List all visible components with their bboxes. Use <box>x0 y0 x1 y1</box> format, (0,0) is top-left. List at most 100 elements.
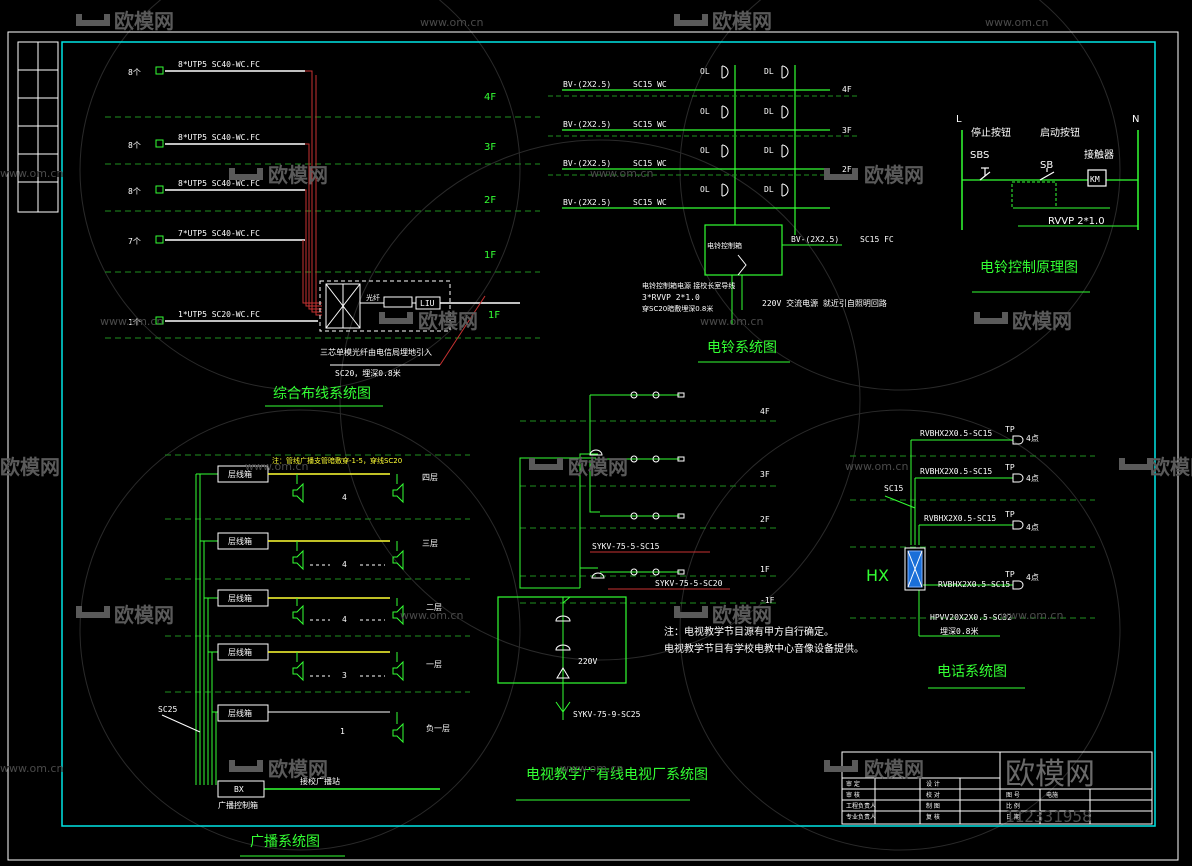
watermark-logo-12: 欧模网 <box>824 757 924 781</box>
broadcast-box-1: 层线箱 <box>228 469 252 479</box>
tv-note-1: 注：电视教学节目源有甲方自行确定。 <box>664 625 834 638</box>
tv-floor-m1f: -1F <box>760 596 775 605</box>
network-row-3-cable: 8*UTP5 SC40-WC.FC <box>178 179 260 188</box>
wm-domain-1: www.om.cn <box>420 16 483 29</box>
bell-row-4-cable: BV-(2X2.5) <box>563 198 611 207</box>
watermark-logo-6: 欧模网 <box>974 309 1072 333</box>
phone-row-1-count: 4点 <box>1026 434 1039 443</box>
network-title: 综合布线系统图 <box>273 386 371 402</box>
bell-note-b: 3*RVVP 2*1.0 <box>642 293 700 302</box>
tb-cell-5: 设 计 <box>926 780 940 788</box>
sofa-logo-icon <box>824 168 858 180</box>
broadcast-count-5: 1 <box>340 727 345 736</box>
title-block <box>841 751 1153 825</box>
broadcast-box-2: 层线箱 <box>228 536 252 546</box>
watermarks: 欧模网 www.om.cn 欧模网 www.om.cn 欧模网 www.om.c… <box>0 9 1192 826</box>
tv-floor-2f: 2F <box>760 515 770 524</box>
tb-cell-11: 比 例 <box>1006 802 1020 810</box>
network-row-4-count: 7个 <box>128 237 141 246</box>
wm-domain-11: www.om.cn <box>0 762 63 775</box>
sofa-logo-icon <box>529 458 563 470</box>
ctrl-start-label: 启动按钮 <box>1040 126 1080 139</box>
sofa-logo-icon <box>824 760 858 772</box>
broadcast-title: 广播系统图 <box>250 834 320 850</box>
phone-row-2-tp: TP <box>1005 463 1015 472</box>
broadcast-floor-3: 二层 <box>426 603 442 612</box>
broadcast-diagram: 注：管线广播支管暗敷穿-1-5，穿线SC20 层线箱 层线箱 层线箱 层线箱 <box>158 454 470 857</box>
wm-big-brand: 欧模网 <box>1005 757 1095 792</box>
tv-floor-3f: 3F <box>760 470 770 479</box>
network-row-3-count: 8个 <box>128 187 141 196</box>
phone-feed-2: 埋深0.8米 <box>940 626 978 636</box>
wm-brand-12: 欧模网 <box>268 757 328 781</box>
wm-brand-2: 欧模网 <box>712 9 772 33</box>
ctrl-cable: RVVP 2*1.0 <box>1048 216 1105 227</box>
bell-note-c: 穿SC20暗敷埋深0.8米 <box>642 304 713 313</box>
wm-brand-9: 欧模网 <box>1150 455 1192 479</box>
network-diagram: 4F 3F 2F 1F 1F 8个 8*UTP5 SC40-WC.FC 8个 8… <box>105 60 540 407</box>
broadcast-box-5: 层线箱 <box>228 708 252 718</box>
wm-brand-5: 欧模网 <box>418 309 478 333</box>
tb-cell-1: 审 定 <box>846 780 860 788</box>
broadcast-sc-label: SC25 <box>158 705 177 714</box>
ctrl-start-code: SB <box>1040 160 1053 171</box>
bell-dl-3: DL <box>764 146 774 155</box>
ctrl-n: N <box>1132 114 1139 125</box>
broadcast-box-3: 层线箱 <box>228 593 252 603</box>
tv-note-2: 电视教学节目有学校电教中心音像设备提供。 <box>664 642 864 655</box>
bell-dl-1: DL <box>764 67 774 76</box>
bell-diagram: OL DL OL DL OL DL OL DL BV-(2X2.5) SC15 … <box>548 65 894 363</box>
bell-power: 220V 交流电源 就近引自照明回路 <box>762 298 887 308</box>
bell-box-label: 电铃控制箱 <box>707 241 742 250</box>
wm-domain-6: www.om.cn <box>700 315 763 328</box>
bell-feed-cable: BV-(2X2.5) <box>791 235 839 244</box>
tb-cell-2: 审 核 <box>846 791 860 799</box>
bell-row-3-conduit: SC15 WC <box>633 159 667 168</box>
broadcast-count-2: 4 <box>342 560 347 569</box>
wm-brand-7: 欧模网 <box>0 455 60 479</box>
wm-domain-4: www.om.cn <box>0 167 63 180</box>
phone-sc: SC15 <box>884 484 903 493</box>
broadcast-source: 接校广播站 <box>300 776 340 786</box>
sofa-logo-icon <box>229 168 263 180</box>
bell-row-1-floor: 4F <box>842 85 852 94</box>
watermark-logo-11: 欧模网 <box>229 757 328 781</box>
tb-cell-9: 图 号 <box>1006 792 1020 799</box>
wm-domain-2: www.om.cn <box>985 16 1048 29</box>
watermark-logo-7: 欧模网 <box>529 455 628 479</box>
phone-feed: HPVV20X2X0.5-SC32 <box>930 613 1012 622</box>
network-note-2: SC20，埋深0.8米 <box>335 368 401 378</box>
bell-row-2-conduit: SC15 WC <box>633 120 667 129</box>
watermark-logo-1: 欧模网 <box>76 9 174 33</box>
ctrl-stop-code: SBS <box>970 150 989 161</box>
watermark-logo-10: 欧模网 <box>674 603 772 627</box>
tv-title: 电视教学广有线电视厂系统图 <box>526 767 708 783</box>
ctrl-title: 电铃控制原理图 <box>980 260 1078 276</box>
network-note-1: 三芯单模光纤由电信局埋地引入 <box>320 347 432 357</box>
ctrl-stop-label: 停止按钮 <box>971 126 1011 139</box>
sofa-logo-icon <box>76 14 110 26</box>
network-floor-2f: 2F <box>484 195 496 206</box>
tv-diagram: 4F 3F 2F 1F -1F <box>497 391 864 801</box>
phone-row-3-cable: RVBHX2X0.5-SC15 <box>924 514 996 523</box>
tv-voltage: 220V <box>578 657 597 666</box>
network-row-1-count: 8个 <box>128 68 141 77</box>
wm-brand-6: 欧模网 <box>1012 309 1072 333</box>
phone-row-1-tp: TP <box>1005 425 1015 434</box>
network-box-label: LIU <box>420 299 435 308</box>
drawing-frame <box>7 31 1179 861</box>
wm-domain-5: www.om.cn <box>100 315 163 328</box>
bell-title: 电铃系统图 <box>707 340 777 356</box>
watermark-logo-4: 欧模网 <box>824 163 924 187</box>
bell-ol-2: OL <box>700 107 710 116</box>
wm-id-number: 112331958 <box>1005 807 1092 826</box>
ctrl-l: L <box>956 114 962 125</box>
bell-row-1-conduit: SC15 WC <box>633 80 667 89</box>
broadcast-count-3: 4 <box>342 615 347 624</box>
broadcast-note-top: 注：管线广播支管暗敷穿-1-5，穿线SC20 <box>272 456 402 465</box>
bell-row-4-conduit: SC15 WC <box>633 198 667 207</box>
watermark-logo-9: 欧模网 <box>76 603 174 627</box>
wm-domain-8: www.om.cn <box>845 460 908 473</box>
sofa-logo-icon <box>76 606 110 618</box>
